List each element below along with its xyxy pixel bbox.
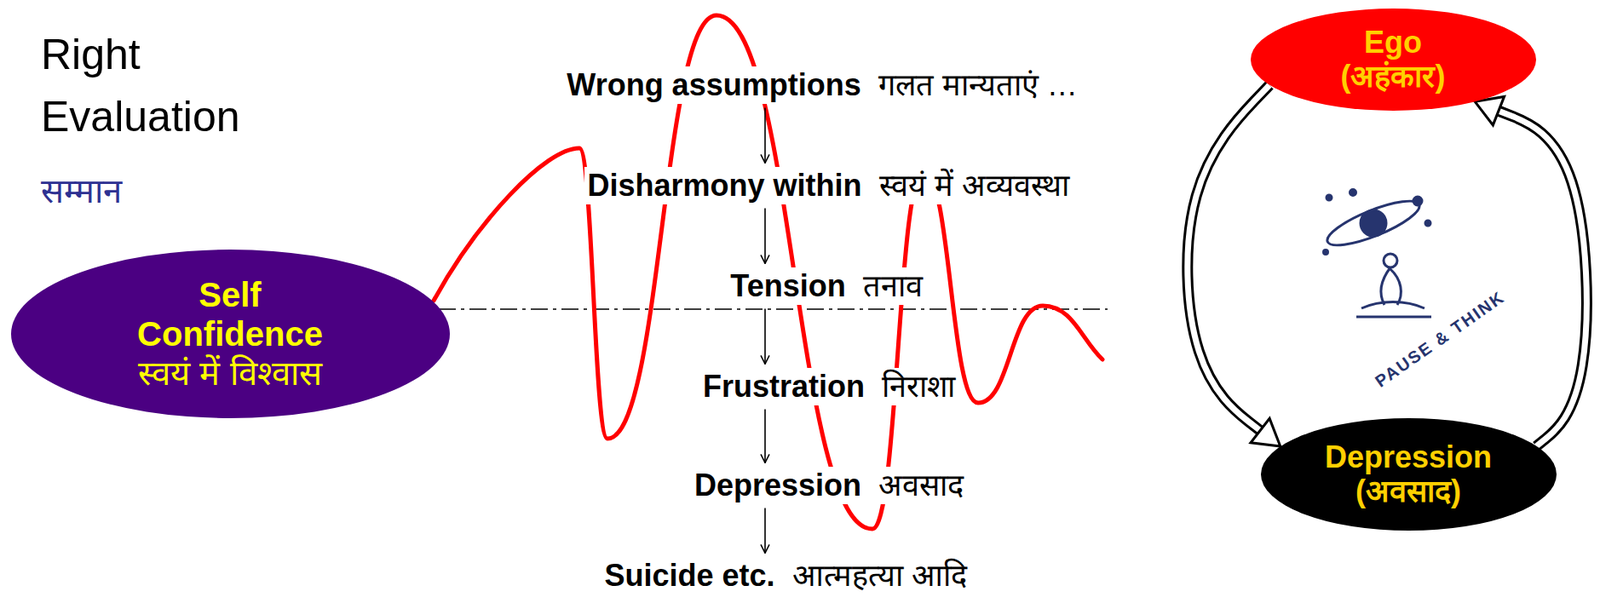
star-dot [1350,189,1357,196]
flow-arrow [765,208,766,265]
figure-head [1383,253,1398,268]
ellipse-fill [1260,418,1557,531]
ellipse-fill [11,249,450,419]
hindi-subheading: सम्मान [40,170,122,212]
node-title: Frustration [700,368,868,405]
flow-arrow [765,309,766,365]
star-dot [1326,195,1332,201]
node-content: Ego(अहंकार) [1341,25,1446,93]
self-confidence-ellipse: Self Confidenceस्वयं में विश्वास [11,249,450,419]
ego-ellipse: Ego(अहंकार) [1250,8,1537,111]
node-subtitle: तनाव [860,267,926,305]
node-title: Self Confidence [115,275,346,354]
node-content: Disharmony within स्वयं में अव्यवस्था [584,166,1071,204]
star-dot [1413,196,1422,206]
node-content: Frustration निराशा [700,368,958,405]
node-content: Suicide etc. आत्महत्या आदि [601,557,969,594]
node-title: Wrong assumptions [564,66,864,104]
node-subtitle: आत्महत्या आदि [789,557,970,594]
node-subtitle: स्वयं में विश्वास [138,353,322,393]
arrow-outline [1187,85,1270,432]
node-title: Depression [1324,440,1492,475]
cycle-arrow [1187,85,1281,447]
flow-arrow [765,409,766,464]
flow-arrow [765,108,766,164]
threshold-line [438,308,1108,311]
node-content: Wrong assumptions गलत मान्यताएं … [564,66,1080,104]
star-dot [1425,220,1431,226]
arrow-shaft [764,409,766,464]
arrow-hollow [1187,85,1270,432]
chain-step: Wrong assumptions गलत मान्यताएं … [560,65,1083,104]
node-subtitle: अवसाद [875,466,967,504]
chain-step: Suicide etc. आत्महत्या आदि [598,556,973,595]
node-title: Tension [727,267,848,305]
ellipse-fill [1250,8,1537,111]
arrow-shaft [764,309,766,365]
orbit-ring [1323,192,1425,254]
node-subtitle: गलत मान्यताएं … [875,66,1081,104]
node-subtitle: (अवसाद) [1355,474,1462,509]
node-title: Ego [1364,25,1422,60]
heading-text: Right Evaluation [40,23,297,148]
node-content: Tension तनाव [727,267,925,305]
depression-ellipse: Depression(अवसाद) [1260,418,1557,531]
arrow-shaft [764,508,766,554]
logo-text: PAUSE & THINK [1370,287,1508,392]
arrow-hollow [1498,110,1587,447]
node-content: Depression अवसाद [691,466,967,504]
arrow-shaft [764,108,766,164]
cycle-arrow [1474,96,1587,447]
node-title: Depression [691,466,864,504]
arrow-outline [1498,110,1587,447]
planet [1360,210,1387,236]
arrow-shaft [764,208,766,265]
node-subtitle: स्वयं में अव्यवस्था [876,166,1072,204]
chain-step: Tension तनाव [724,266,928,306]
figure-body [1381,267,1401,306]
arrow-head [1250,418,1281,447]
node-title: Suicide etc. [601,557,777,594]
node-content: Depression(अवसाद) [1324,440,1492,508]
chain-step: Depression अवसाद [688,466,970,505]
pause-think-logo [1323,189,1432,318]
star-dot [1323,250,1329,255]
chain-step: Disharmony within स्वयं में अव्यवस्था [581,166,1075,205]
arrow-head [1474,96,1505,125]
node-subtitle: निराशा [879,368,958,405]
flow-arrow [765,508,766,554]
node-title: Disharmony within [584,166,864,204]
node-subtitle: (अहंकार) [1341,59,1446,94]
node-content: Self Confidenceस्वयं में विश्वास [115,275,346,393]
figure-lap [1356,302,1432,318]
chain-step: Frustration निराशा [696,367,962,406]
trend-wave [433,15,1103,530]
